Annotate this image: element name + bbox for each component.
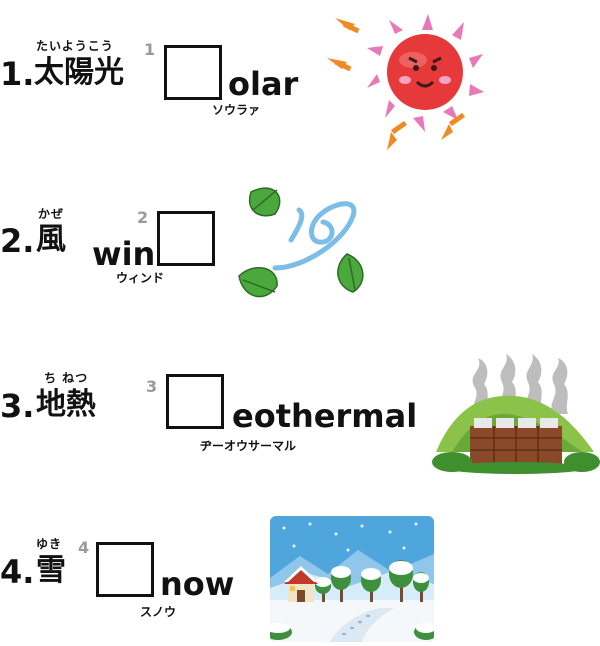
ruby-2: かぜ (38, 207, 65, 221)
ruby-1: たいようこう (36, 39, 114, 53)
geothermal-plant-illustration (432, 354, 600, 474)
answer-box-2[interactable] (157, 211, 215, 266)
kanji-1: 太陽光 (34, 55, 124, 90)
katakana-1: ソウラァ (212, 103, 261, 117)
suffix-4: now (160, 565, 235, 603)
answer-box-4[interactable] (96, 542, 154, 597)
answer-box-1[interactable] (164, 45, 222, 100)
answer-box-3[interactable] (166, 374, 224, 429)
number-1: 1. (0, 55, 35, 93)
suffix-3: eothermal (232, 397, 418, 435)
kanji-2: 風 (36, 222, 66, 257)
index-3: 3 (146, 377, 158, 396)
sun-illustration (327, 14, 484, 150)
wind-leaves-illustration (238, 187, 364, 298)
ruby-4: ゆき (36, 537, 63, 551)
number-4: 4. (0, 553, 35, 591)
index-1: 1 (144, 40, 156, 59)
number-3: 3. (0, 387, 35, 425)
katakana-4: スノウ (140, 605, 177, 619)
suffix-1: olar (228, 65, 299, 103)
index-2: 2 (137, 208, 149, 227)
ruby-3: ち ねつ (44, 371, 89, 385)
index-4: 4 (78, 538, 90, 557)
number-2: 2. (0, 222, 35, 260)
katakana-2: ウィンド (116, 271, 165, 285)
kanji-3: 地熱 (36, 387, 96, 422)
kanji-4: 雪 (36, 553, 66, 588)
snow-landscape-illustration (270, 516, 434, 642)
katakana-3: ヂーオウサーマル (200, 439, 297, 453)
prefix-2: win (92, 235, 156, 273)
